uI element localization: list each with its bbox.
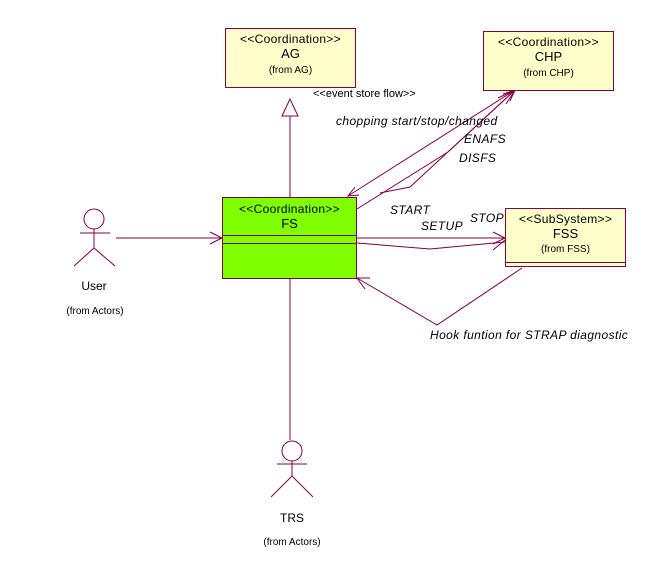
label-start: START bbox=[390, 203, 431, 217]
class-chp-stereotype: <<Coordination>> bbox=[498, 35, 599, 49]
class-ag-from: (from AG) bbox=[268, 65, 313, 76]
fss-to-fs-hook-line bbox=[356, 267, 523, 326]
actor-trs-from: (from Actors) bbox=[263, 537, 321, 548]
chp-to-fs-line bbox=[347, 89, 516, 197]
class-chp-name: CHP bbox=[534, 49, 563, 64]
fs-to-fss-line-2 bbox=[356, 241, 506, 250]
actor-user-name: User bbox=[81, 279, 107, 293]
class-ag[interactable]: <<Coordination>> AG (from AG) bbox=[225, 28, 356, 88]
trs-actor-figure bbox=[270, 440, 314, 498]
fss-to-fs-hook-arrowhead bbox=[356, 277, 370, 290]
class-fss[interactable]: <<SubSystem>> FSS (from FSS) bbox=[505, 208, 626, 267]
class-chp-from: (from CHP) bbox=[523, 68, 574, 79]
class-fs-attributes-divider bbox=[223, 235, 356, 236]
class-fs-name: FS bbox=[281, 216, 298, 231]
class-fss-stereotype: <<SubSystem>> bbox=[518, 212, 613, 226]
label-enafs: ENAFS bbox=[464, 132, 507, 146]
class-chp[interactable]: <<Coordination>> CHP (from CHP) bbox=[483, 31, 614, 91]
actor-user-from: (from Actors) bbox=[66, 306, 124, 317]
label-hook: Hook funtion for STRAP diagnostic bbox=[430, 328, 629, 342]
class-fs[interactable]: <<Coordination>> FS bbox=[222, 197, 357, 279]
actor-trs-name: TRS bbox=[280, 511, 304, 525]
class-fs-operations-divider bbox=[223, 243, 356, 244]
class-fss-divider bbox=[506, 262, 625, 263]
generalization-arrowhead bbox=[281, 97, 299, 117]
chp-to-fs-arrowhead bbox=[346, 186, 360, 197]
class-fss-from: (from FSS) bbox=[541, 244, 590, 255]
user-actor-figure bbox=[73, 208, 116, 267]
class-ag-name: AG bbox=[281, 46, 300, 61]
label-chopping: chopping start/stop/changed bbox=[336, 114, 498, 128]
fs-to-chp-disfs-line bbox=[379, 89, 516, 194]
class-fs-stereotype: <<Coordination>> bbox=[239, 202, 340, 216]
fs-to-chp-enafs-line bbox=[356, 89, 516, 210]
label-disfs: DISFS bbox=[459, 151, 497, 165]
class-ag-stereotype: <<Coordination>> bbox=[240, 32, 341, 46]
label-setup: SETUP bbox=[421, 219, 464, 233]
label-event-store-flow: <<event store flow>> bbox=[313, 88, 416, 100]
class-fss-name: FSS bbox=[552, 226, 579, 241]
label-stop: STOP bbox=[470, 211, 505, 225]
